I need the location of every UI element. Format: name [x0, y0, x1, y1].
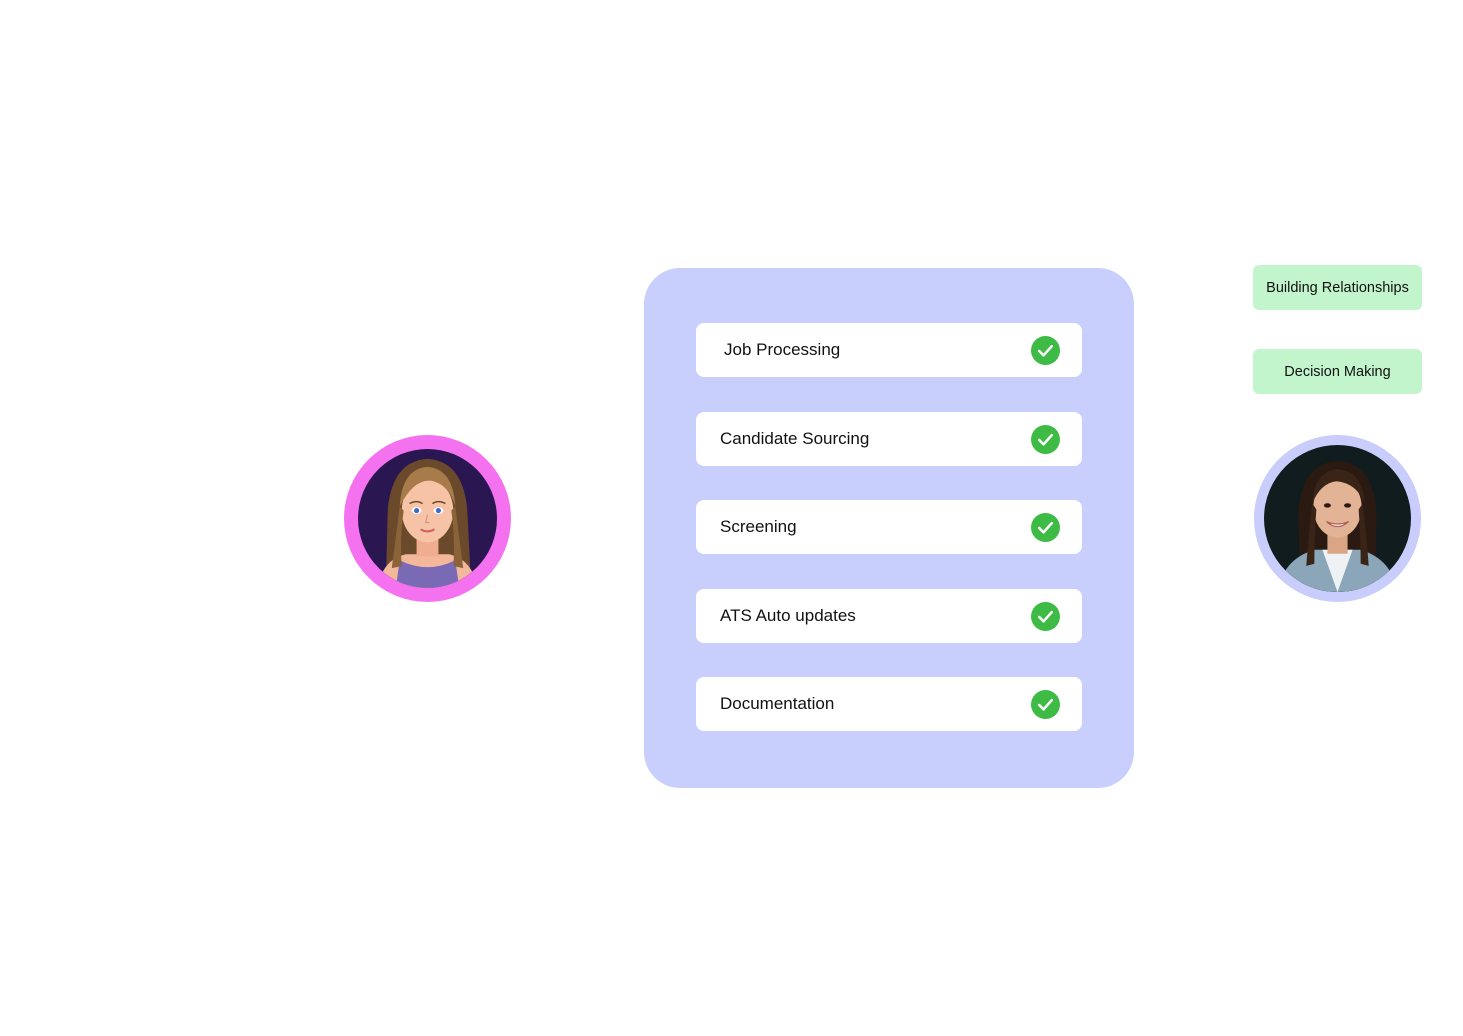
task-item-candidate-sourcing: Candidate Sourcing — [696, 412, 1082, 466]
check-circle-icon — [1031, 602, 1060, 631]
check-circle-icon — [1031, 425, 1060, 454]
tag-building-relationships: Building Relationships — [1253, 265, 1422, 310]
task-label: Screening — [720, 517, 797, 536]
task-item-ats-auto-updates: ATS Auto updates — [696, 589, 1082, 643]
photo-woman-avatar-icon — [1264, 445, 1411, 592]
task-label: ATS Auto updates — [720, 606, 856, 625]
right-avatar — [1254, 435, 1421, 602]
check-circle-icon — [1031, 336, 1060, 365]
task-item-screening: Screening — [696, 500, 1082, 554]
check-circle-icon — [1031, 513, 1060, 542]
tag-decision-making: Decision Making — [1253, 349, 1422, 394]
cartoon-woman-avatar-icon — [358, 449, 497, 588]
task-panel: Job Processing Candidate Sourcing Screen… — [644, 268, 1134, 788]
task-label: Candidate Sourcing — [720, 429, 870, 448]
check-circle-icon — [1031, 690, 1060, 719]
task-label: Job Processing — [724, 340, 841, 359]
task-item-documentation: Documentation — [696, 677, 1082, 731]
task-label: Documentation — [720, 694, 835, 713]
task-item-job-processing: Job Processing — [696, 323, 1082, 377]
left-avatar — [344, 435, 511, 602]
